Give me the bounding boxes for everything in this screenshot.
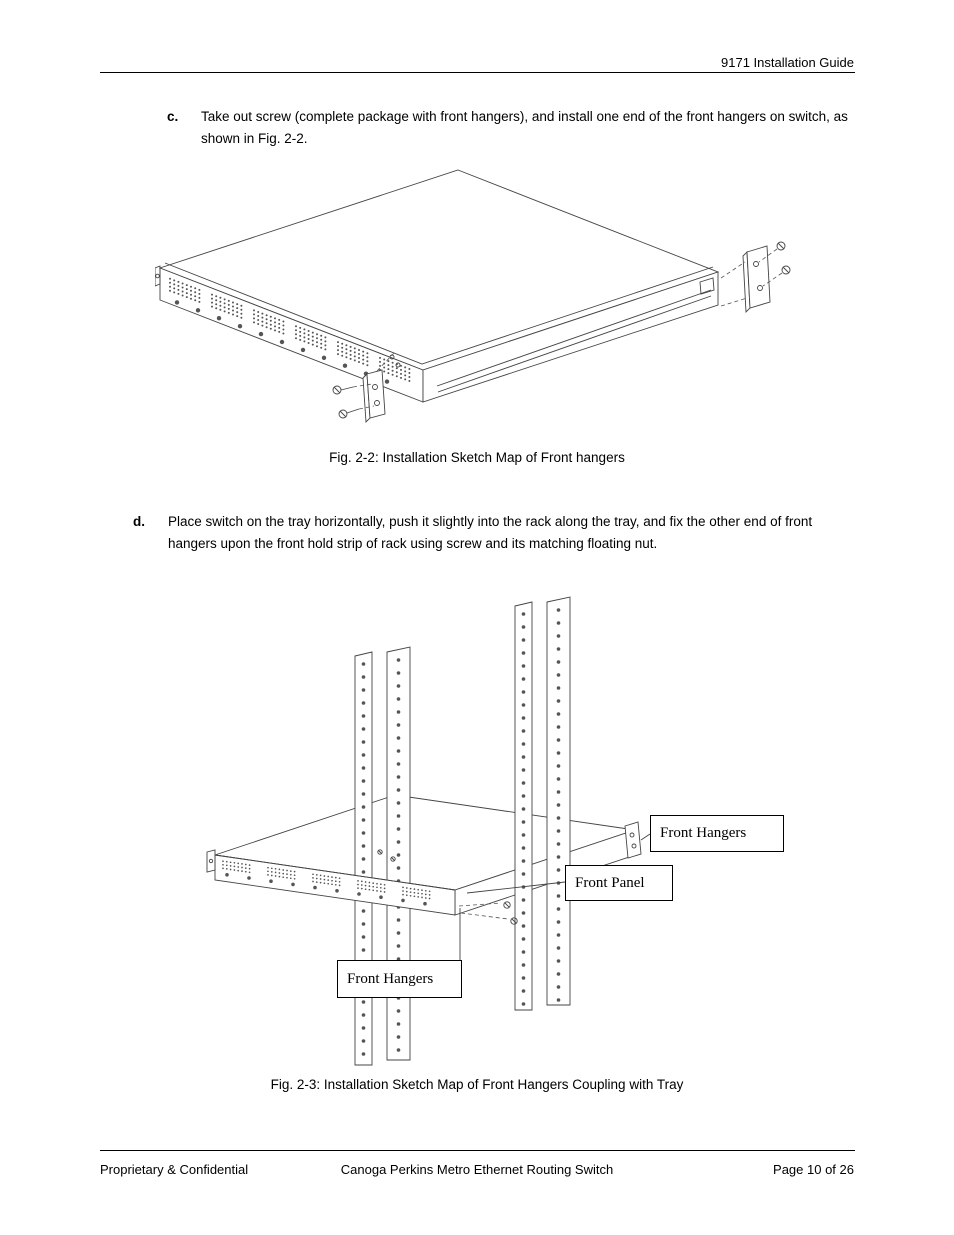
header-title: 9171 Installation Guide bbox=[721, 55, 854, 70]
step-d-text: Place switch on the tray horizontally, p… bbox=[168, 514, 813, 551]
footer-confidential: Proprietary & Confidential bbox=[100, 1162, 249, 1177]
screw bbox=[332, 383, 373, 395]
front-hanger-bracket-right bbox=[624, 821, 642, 859]
round-vent-row bbox=[174, 300, 390, 384]
screw bbox=[758, 241, 786, 263]
step-c-letter: c. bbox=[167, 109, 179, 124]
screw bbox=[338, 405, 375, 419]
footer-product-name: Canoga Perkins Metro Ethernet Routing Sw… bbox=[340, 1162, 614, 1177]
round-vent-row bbox=[225, 873, 427, 906]
figure-2-2-drawing bbox=[155, 169, 791, 424]
footer-rule bbox=[100, 1150, 855, 1151]
callout-front-hangers-top-text: Front Hangers bbox=[660, 825, 747, 841]
header-rule bbox=[100, 72, 855, 73]
callout-front-hangers-bottom-text: Front Hangers bbox=[347, 970, 434, 987]
rail-mounting-holes bbox=[556, 608, 561, 1002]
screw bbox=[762, 265, 791, 287]
callout-front-hangers-bottom: Front Hangers bbox=[337, 960, 462, 998]
callout-front-hangers-top: Front Hangers bbox=[650, 815, 784, 852]
step-c-text: Take out screw (complete package with fr… bbox=[201, 109, 848, 146]
front-hanger-bracket-bottom bbox=[362, 352, 401, 424]
hanger-screws bbox=[458, 901, 518, 925]
figure-2-2-caption: Fig. 2-2: Installation Sketch Map of Fro… bbox=[329, 450, 625, 465]
figure-2-3-caption: Fig. 2-3: Installation Sketch Map of Fro… bbox=[270, 1077, 684, 1092]
vent-hole-pattern bbox=[169, 277, 411, 382]
rail-mounting-holes bbox=[521, 612, 526, 1006]
front-hanger-bracket-right bbox=[720, 245, 771, 314]
rack-rail-right bbox=[514, 596, 571, 1011]
footer-page-number: Page 10 of 26 bbox=[773, 1162, 854, 1177]
figure-2-3: Front Hangers Front Panel Front Hangers bbox=[195, 590, 795, 1070]
switch-chassis bbox=[155, 169, 720, 403]
callout-front-panel: Front Panel bbox=[565, 865, 673, 901]
callout-front-panel-text: Front Panel bbox=[575, 874, 645, 891]
label-leader-lines bbox=[459, 833, 651, 960]
figure-2-2 bbox=[155, 160, 795, 432]
vent-hole-pattern bbox=[222, 860, 431, 900]
step-d-letter: d. bbox=[133, 514, 145, 529]
switch-front-panel bbox=[206, 849, 456, 916]
